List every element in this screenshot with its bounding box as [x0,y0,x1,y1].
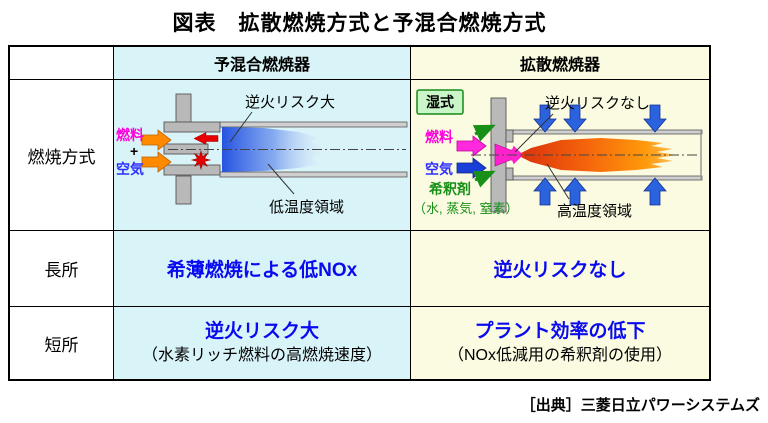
diluent-note-label: （水, 蒸気, 窒素） [413,201,518,216]
fuel-air-inlet-arrows [141,129,172,173]
diluent-arrow-bottom [472,170,496,188]
diffusion-con-main: プラント効率の低下 [474,321,646,343]
diffusion-con: プラント効率の低下 （NOx低減用の希釈剤の使用） [411,307,709,379]
diluent-label: 希釈剤 [429,181,471,197]
premixed-con-note: （水素リッチ燃料の高燃焼速度） [141,347,382,365]
nozzle-jet-bottom [509,155,523,165]
premixed-con-main: 逆火リスク大 [204,321,319,343]
low-temp-callout-line [267,163,295,195]
air-label: 空気 [425,161,453,177]
comparison-table: 予混合燃焼器 拡散燃焼器 燃焼方式 [8,45,711,381]
premixed-burner-schematic: 燃料 + 空気 逆火リスク大 低温度領域 [116,93,408,216]
diluent-arrow-top [472,124,496,142]
wet-badge-label: 湿式 [426,94,454,110]
premixed-pro: 希薄燃焼による低NOx [114,231,411,307]
row-header-pros: 長所 [10,231,114,307]
nozzle-jet-top [509,145,523,155]
diffusion-combustor-diagram: 湿式 燃料 空気 希釈剤 （水, 蒸気, 窒素） 逆火リスクなし 高温度領域 [411,80,709,231]
diffusion-con-note: （NOx低減用の希釈剤の使用） [447,347,672,365]
blue-flame [222,127,328,172]
low-temp-label: 低温度領域 [269,199,344,216]
fuel-label: 燃料 [425,129,453,145]
page-title: 図表 拡散燃焼方式と予混合燃焼方式 [172,12,547,35]
high-temp-label: 高温度領域 [557,203,632,220]
row-header-cons: 短所 [10,307,114,379]
fuel-label: 燃料 [116,127,144,143]
wet-type-badge: 湿式 [416,89,464,115]
no-flashback-label: 逆火リスクなし [545,95,650,112]
premixed-combustor-diagram: 燃料 + 空気 逆火リスク大 低温度領域 [114,80,411,231]
diffusion-pro: 逆火リスクなし [411,231,709,307]
flashback-callout-line [229,111,253,143]
air-inflow-arrows [533,104,667,206]
fuel-inlet-arrow [456,135,487,157]
col-header-diffusion: 拡散燃焼器 [411,47,709,80]
diffusion-burner-schematic: 湿式 燃料 空気 希釈剤 （水, 蒸気, 窒素） 逆火リスクなし 高温度領域 [413,89,703,220]
row-header-method: 燃焼方式 [10,80,114,231]
col-header-premixed: 予混合燃焼器 [114,47,411,80]
flashback-risk-label: 逆火リスク大 [245,94,335,111]
no-flashback-callout-line [514,113,554,153]
ignition-star-icon [190,149,212,171]
flashback-arrow-icon [193,132,219,145]
plus-sign: + [130,143,138,159]
source-credit: ［出典］三菱日立パワーシステムズ [520,397,760,414]
air-inlet-arrow [456,157,487,179]
corner-cell [10,47,114,80]
high-temp-callout-line [546,163,570,200]
air-label: 空気 [116,161,144,177]
premixed-con: 逆火リスク大 （水素リッチ燃料の高燃焼速度） [114,307,411,379]
